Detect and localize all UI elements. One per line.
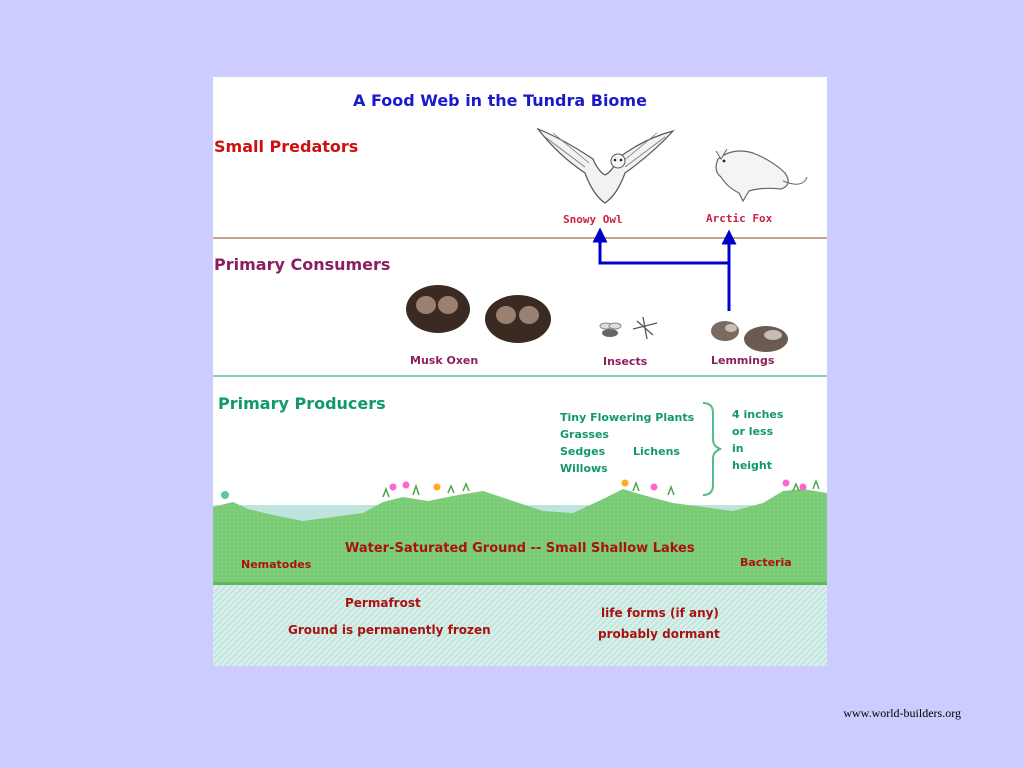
insects-illustration (599, 316, 658, 340)
label-ground-frozen: Ground is permanently frozen (288, 623, 491, 637)
plant-grasses: Grasses (560, 428, 609, 441)
tundra-flowers (221, 478, 820, 499)
plant-sedges: Sedges (560, 445, 606, 458)
diagram-graphics (213, 127, 827, 666)
food-web-diagram: A Food Web in the Tundra Biome Small Pre… (213, 77, 827, 666)
section-small-predators: Small Predators (214, 137, 359, 156)
section-primary-producers: Primary Producers (218, 394, 386, 413)
label-musk-oxen: Musk Oxen (410, 354, 479, 367)
predator-consumer-divider (213, 237, 827, 239)
snowy-owl-illustration (536, 127, 675, 204)
water-saturated-ground (213, 489, 827, 585)
permafrost-layer (213, 584, 827, 666)
section-primary-consumers: Primary Consumers (214, 255, 391, 274)
height-note-line-2: or less (732, 425, 774, 438)
label-insects: Insects (603, 355, 648, 368)
plant-lichens: Lichens (633, 445, 680, 458)
arctic-fox-illustration (715, 148, 808, 203)
label-snowy-owl: Snowy Owl (563, 213, 623, 226)
plants-height-brace (702, 402, 722, 496)
footer-source-link: www.world-builders.org (843, 706, 961, 720)
height-note-line-3: in (732, 442, 744, 455)
diagram-title: A Food Web in the Tundra Biome (353, 91, 647, 110)
label-arctic-fox: Arctic Fox (706, 212, 773, 225)
plant-tiny-flowering: Tiny Flowering Plants (560, 411, 695, 424)
label-lemmings: Lemmings (711, 354, 775, 367)
lemmings-illustration (711, 321, 788, 352)
height-note-line-1: 4 inches (732, 408, 784, 421)
food-web-arrows (592, 227, 737, 311)
height-note-line-4: height (732, 459, 773, 472)
label-life-forms: life forms (if any) (601, 606, 719, 620)
label-probably-dormant: probably dormant (598, 627, 720, 641)
musk-oxen-illustration (406, 285, 551, 343)
plant-willows: Willows (560, 462, 608, 475)
consumer-producer-divider (213, 375, 827, 377)
label-water-saturated-ground: Water-Saturated Ground -- Small Shallow … (345, 541, 695, 556)
label-nematodes: Nematodes (241, 558, 312, 571)
label-permafrost: Permafrost (345, 596, 421, 610)
label-bacteria: Bacteria (740, 556, 792, 569)
